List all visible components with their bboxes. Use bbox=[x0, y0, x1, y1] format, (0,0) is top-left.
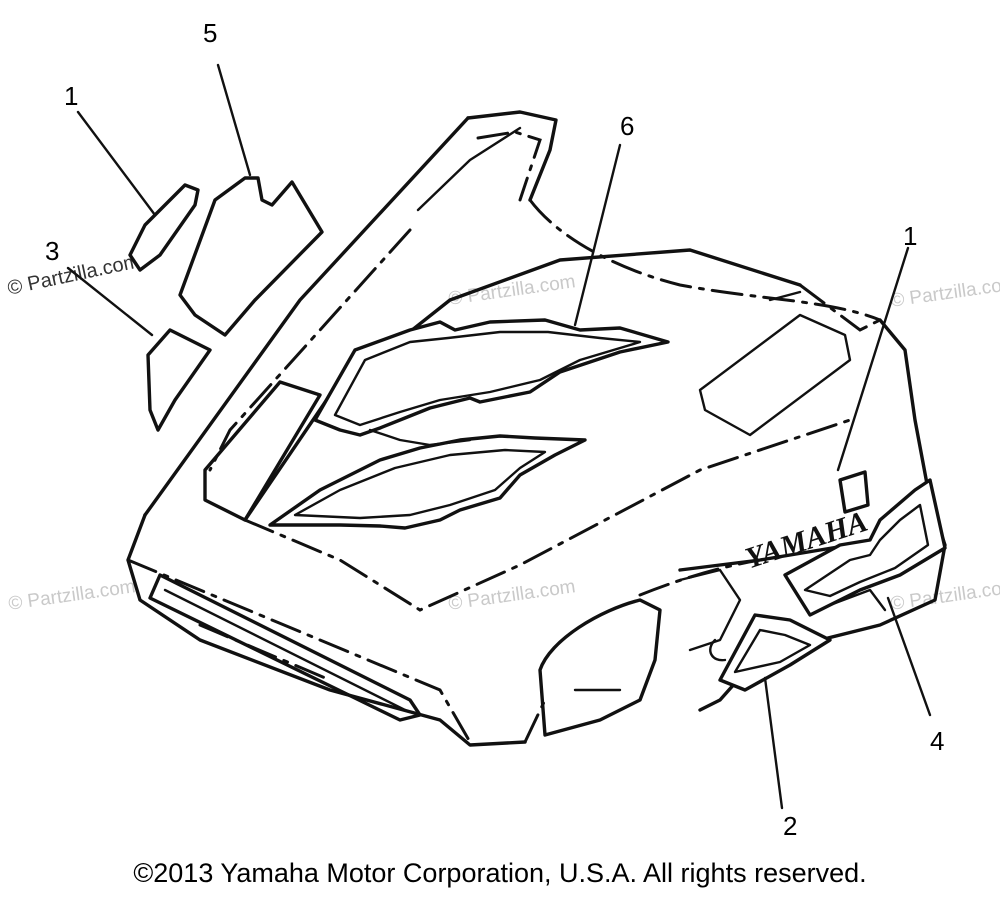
side-seam bbox=[638, 558, 762, 597]
hood-body bbox=[126, 110, 947, 747]
side-contour bbox=[678, 568, 742, 652]
copyright-notice: ©2013 Yamaha Motor Corporation, U.S.A. A… bbox=[133, 858, 867, 888]
lower-recess bbox=[538, 598, 662, 737]
callout-4: 4 bbox=[930, 726, 944, 756]
inner-tongue bbox=[476, 130, 542, 202]
decal-1-small-strip bbox=[128, 183, 200, 272]
emblem-tab bbox=[838, 470, 870, 514]
decal-4-side-graphic: YAMAHA bbox=[741, 470, 947, 617]
grille-line bbox=[163, 588, 407, 712]
recess-seam bbox=[523, 698, 547, 744]
decal-3-patch bbox=[146, 328, 212, 432]
inner-slot bbox=[416, 126, 522, 212]
decal-5-large-sticker bbox=[178, 176, 324, 337]
callout-2: 2 bbox=[783, 811, 797, 841]
decal-2-front-graphic bbox=[718, 613, 832, 692]
callout-3: 3 bbox=[45, 236, 59, 266]
front-grille bbox=[148, 573, 422, 722]
callout-5: 5 bbox=[203, 18, 217, 48]
grille-dash bbox=[198, 623, 332, 682]
decal-6-lightning bbox=[268, 318, 670, 530]
hood-front-edge bbox=[126, 513, 527, 747]
callout-6: 6 bbox=[620, 111, 634, 141]
side-curl bbox=[709, 638, 727, 662]
lightning-mid bbox=[368, 428, 472, 447]
callout-1-left: 1 bbox=[64, 81, 78, 111]
center-panel-right bbox=[798, 283, 882, 332]
center-panel-bottom bbox=[243, 418, 852, 612]
hood-top-edge bbox=[466, 110, 558, 202]
callout-1-right: 1 bbox=[903, 221, 917, 251]
vent-tick bbox=[768, 290, 802, 302]
right-vent bbox=[698, 313, 852, 437]
left-flat-panel bbox=[203, 380, 322, 522]
hood-front-seam bbox=[126, 558, 472, 744]
hood-windshield-line bbox=[528, 198, 882, 322]
leader-lines bbox=[66, 63, 932, 810]
hood-left-edge bbox=[143, 116, 470, 517]
callouts: 1 1 2 3 4 5 6 bbox=[45, 18, 944, 841]
